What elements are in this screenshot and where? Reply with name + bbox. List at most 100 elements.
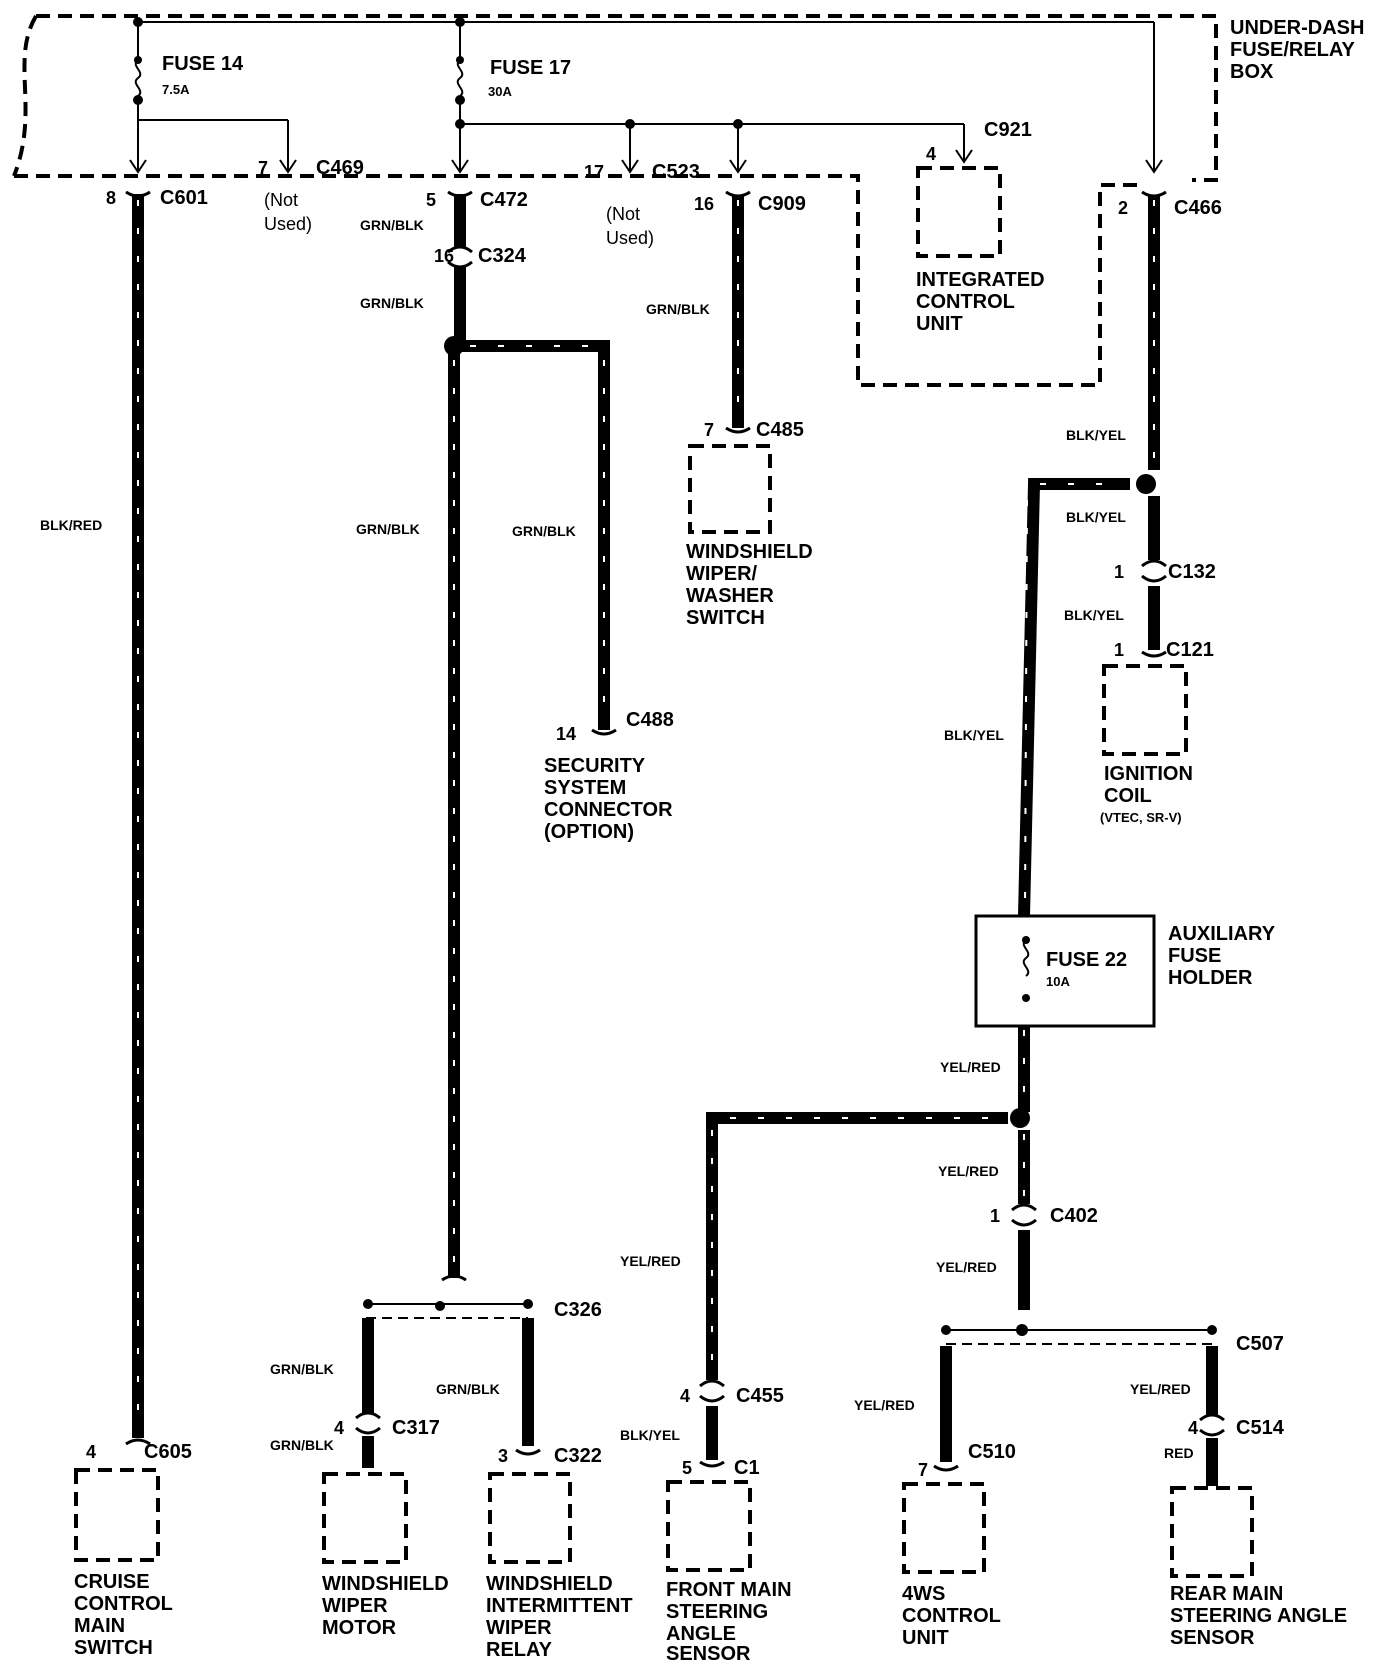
fuse-14-terminal-a	[134, 56, 142, 64]
fuse-17-node-top	[455, 17, 465, 27]
icu-label-3: UNIT	[916, 313, 963, 335]
c455-label: C455	[736, 1385, 784, 1407]
wire-label-grn-blk-4: GRN/BLK	[512, 523, 576, 539]
c514-pin: 4	[1188, 1418, 1198, 1438]
ws-unit-label-2: CONTROL	[902, 1605, 1001, 1627]
cruise-label-3: MAIN	[74, 1615, 125, 1637]
c121-label: C121	[1166, 639, 1214, 661]
c510-pin: 7	[918, 1460, 928, 1480]
wiper-motor-label-3: MOTOR	[322, 1617, 397, 1639]
wiper-motor-box	[322, 1472, 408, 1564]
c121-pin: 1	[1114, 640, 1124, 660]
c507-node-mid	[1016, 1324, 1028, 1336]
fuse-17-terminal-b	[455, 95, 465, 105]
fuse-14-terminal-b	[133, 95, 143, 105]
c326-node-right	[523, 1299, 533, 1309]
wire-label-grn-blk-8: GRN/BLK	[436, 1381, 500, 1397]
wire-label-grn-blk-3: GRN/BLK	[356, 521, 420, 537]
c455-pin: 4	[680, 1386, 690, 1406]
front-sensor-label-3: ANGLE	[666, 1623, 736, 1645]
c466-label: C466	[1174, 197, 1222, 219]
c523-not-used-1: (Not	[606, 204, 640, 224]
fuse-22-terminal-b	[1022, 994, 1030, 1002]
fuse-17-terminal-a	[456, 56, 464, 64]
rear-sensor-label-3: SENSOR	[1170, 1627, 1255, 1649]
fuse-22-terminal-a	[1022, 936, 1030, 944]
wiper-relay-box	[488, 1472, 572, 1564]
c469-not-used-2: Used)	[264, 214, 312, 234]
rear-sensor-label-1: REAR MAIN	[1170, 1583, 1283, 1605]
splice-yel-red	[1010, 1108, 1030, 1128]
fuse-14-label: FUSE 14	[162, 53, 244, 75]
c601-pin: 8	[106, 188, 116, 208]
c523-not-used-2: Used)	[606, 228, 654, 248]
security-label-1: SECURITY	[544, 755, 646, 777]
ignition-coil-box	[1102, 664, 1188, 756]
wiper-motor-label-2: WIPER	[322, 1595, 388, 1617]
ignition-coil-label-1: IGNITION	[1104, 763, 1193, 785]
c326-label: C326	[554, 1299, 602, 1321]
c322-pin: 3	[498, 1446, 508, 1466]
c507-label: C507	[1236, 1333, 1284, 1355]
c472-label: C472	[480, 189, 528, 211]
wire-label-red: RED	[1164, 1445, 1194, 1461]
wire-label-blk-yel-4: BLK/YEL	[944, 727, 1004, 743]
front-sensor-box	[666, 1480, 752, 1572]
c326-node-left	[363, 1299, 373, 1309]
wiper-switch-label-3: WASHER	[686, 585, 774, 607]
c132-pin: 1	[1114, 562, 1124, 582]
heavy-wires	[132, 194, 1218, 1486]
c921-pin: 4	[926, 144, 936, 164]
wire-label-blk-yel-1: BLK/YEL	[1066, 427, 1126, 443]
c605-pin: 4	[86, 1442, 96, 1462]
wiper-relay-label-3: WIPER	[486, 1617, 552, 1639]
c605-label: C605	[144, 1441, 192, 1463]
wire-label-yel-red-6: YEL/RED	[1130, 1381, 1191, 1397]
fuse-22	[1022, 939, 1030, 977]
inline-connectors	[125, 190, 1225, 1472]
c317-label: C317	[392, 1417, 440, 1439]
cruise-label-1: CRUISE	[74, 1571, 150, 1593]
fuse-box-outline	[12, 14, 1218, 387]
aux-fuse-label-2: FUSE	[1168, 945, 1221, 967]
fuse-17-label: FUSE 17	[490, 57, 571, 79]
wiper-switch-label-4: SWITCH	[686, 607, 765, 629]
c507-node-right	[1207, 1325, 1217, 1335]
integrated-control-unit-box	[916, 166, 1002, 258]
splice-blk-yel	[1136, 474, 1156, 494]
wire-label-blk-yel-2: BLK/YEL	[1066, 509, 1126, 525]
c132-label: C132	[1168, 561, 1216, 583]
wire-label-yel-red-3: YEL/RED	[936, 1259, 997, 1275]
splice-grn-blk	[444, 336, 464, 356]
c488-label: C488	[626, 709, 674, 731]
c601-label: C601	[160, 187, 208, 209]
wire-label-yel-red-5: YEL/RED	[854, 1397, 915, 1413]
cruise-switch-box	[74, 1468, 160, 1562]
wiper-switch-box	[688, 444, 772, 534]
wiper-switch-label-1: WINDSHIELD	[686, 541, 813, 563]
ignition-coil-note: (VTEC, SR-V)	[1100, 810, 1182, 825]
ws-unit-label-1: 4WS	[902, 1583, 945, 1605]
ws-control-unit-box	[902, 1482, 986, 1574]
rear-sensor-box	[1170, 1486, 1254, 1578]
wiper-relay-label-4: RELAY	[486, 1639, 553, 1661]
wire-label-yel-red-4: YEL/RED	[620, 1253, 681, 1269]
c909-pin: 16	[694, 194, 714, 214]
c523-junction	[625, 119, 635, 129]
svg-text:FUSE/RELAY: FUSE/RELAY	[1230, 39, 1356, 61]
cruise-label-4: SWITCH	[74, 1637, 153, 1659]
c402-pin: 1	[990, 1206, 1000, 1226]
wiper-relay-label-2: INTERMITTENT	[486, 1595, 633, 1617]
wire-label-yel-red-2: YEL/RED	[938, 1163, 999, 1179]
c1-label: C1	[734, 1457, 760, 1479]
wire-label-yel-red-1: YEL/RED	[940, 1059, 1001, 1075]
fuse-22-rating: 10A	[1046, 974, 1070, 989]
wire-tracer-marks	[137, 200, 1155, 1430]
front-sensor-label-2: STEERING	[666, 1601, 768, 1623]
c485-pin: 7	[704, 420, 714, 440]
fuse-22-label: FUSE 22	[1046, 949, 1127, 971]
fuse-14-rating: 7.5A	[162, 82, 190, 97]
wire-label-blk-yel-5: BLK/YEL	[620, 1427, 680, 1443]
